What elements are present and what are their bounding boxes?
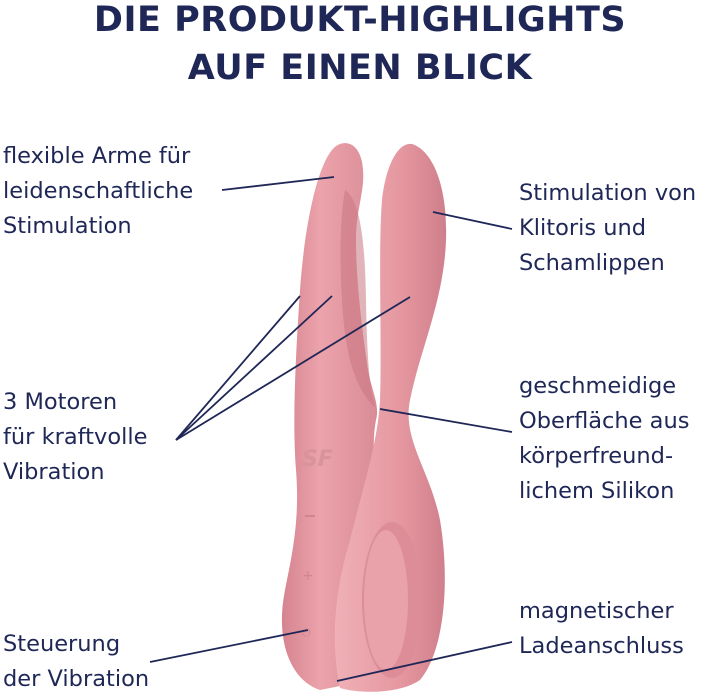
label-arms: flexible Arme für leidenschaftliche Stim… <box>3 139 193 244</box>
power-button-icon[interactable]: ⏻ <box>302 626 311 639</box>
product-back-pad-highlight <box>364 530 408 670</box>
label-motors: 3 Motoren für kraftvolle Vibration <box>3 385 147 490</box>
callout-line-motor-2 <box>175 295 333 441</box>
minus-button-icon[interactable] <box>305 515 315 517</box>
label-arms-line: Stimulation <box>3 213 132 239</box>
label-stimulation-line: Klitoris und <box>519 215 647 241</box>
plus-button-icon[interactable]: + <box>302 568 314 584</box>
callout-line-motor-3 <box>175 296 411 441</box>
product-right-arm <box>334 143 447 692</box>
label-surface-line: körperfreund- <box>519 443 674 469</box>
label-motors-line: 3 Motoren <box>3 389 118 415</box>
label-stimulation-line: Schamlippen <box>519 250 665 276</box>
label-surface-line: Oberfläche aus <box>519 408 690 434</box>
callout-line-charging <box>336 641 513 682</box>
callout-line-stimulation <box>432 211 513 230</box>
callout-line-motor-1 <box>175 295 301 441</box>
label-control-line: der Vibration <box>3 666 150 692</box>
label-surface-line: lichem Silikon <box>519 478 675 504</box>
label-charging: magnetischer Ladeanschluss <box>519 594 684 664</box>
callout-line-surface <box>379 408 513 433</box>
label-motors-line: Vibration <box>3 459 105 485</box>
title-line-2: AUF EINEN BLICK <box>187 48 533 88</box>
title-line-1: DIE PRODUKT-HIGHLIGHTS <box>93 0 627 40</box>
label-charging-line: Ladeanschluss <box>519 633 684 659</box>
product-logo: SF <box>302 447 333 472</box>
label-surface: geschmeidige Oberfläche aus körperfreund… <box>519 369 689 509</box>
callout-line-arms <box>221 176 335 191</box>
callout-line-control <box>149 629 309 663</box>
label-surface-line: geschmeidige <box>519 373 677 399</box>
label-control-line: Steuerung <box>3 631 121 657</box>
label-arms-line: flexible Arme für <box>3 143 191 169</box>
label-stimulation: Stimulation von Klitoris und Schamlippen <box>519 176 696 281</box>
label-control: Steuerung der Vibration <box>3 627 149 697</box>
label-motors-line: für kraftvolle <box>3 424 148 450</box>
label-charging-line: magnetischer <box>519 598 674 624</box>
product-left-arm-inner <box>340 190 376 408</box>
callout-lines <box>149 176 513 682</box>
label-arms-line: leidenschaftliche <box>3 178 194 204</box>
label-stimulation-line: Stimulation von <box>519 180 697 206</box>
